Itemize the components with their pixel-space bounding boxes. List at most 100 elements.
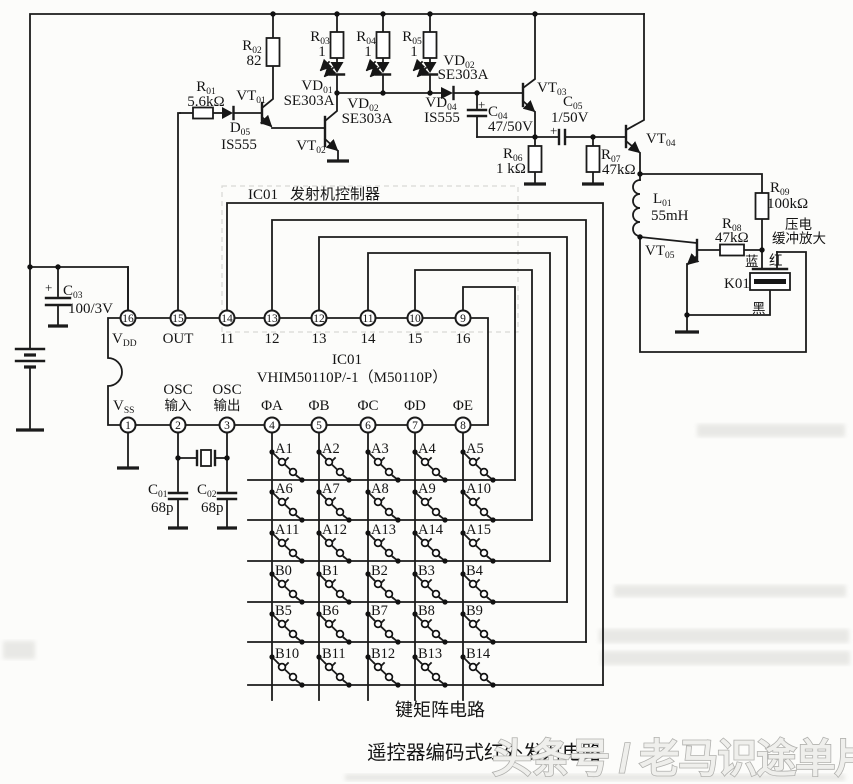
ic-inner-labels: VDD OUT 11 12 13 14 15 16 IC01 VHIM50110… [112, 331, 473, 416]
svg-text:15: 15 [408, 331, 423, 347]
svg-text:3: 3 [224, 420, 230, 432]
value-l01: 55mH [651, 208, 689, 224]
svg-text:6: 6 [365, 420, 371, 432]
battery [14, 347, 46, 369]
piezo-transducer-k01 [749, 267, 791, 291]
key-label: A10 [466, 481, 491, 497]
svg-text:ΦC: ΦC [358, 398, 379, 414]
svg-text:14: 14 [361, 331, 377, 347]
key-label: B8 [418, 603, 435, 619]
label-d05: D05 [230, 120, 251, 138]
svg-text:OSC: OSC [212, 382, 241, 398]
wires [29, 13, 807, 686]
key-label: A14 [418, 522, 444, 538]
capacitor-c02 [216, 491, 238, 501]
plus-c04: + [478, 97, 485, 112]
value-r03: 1 [318, 44, 326, 60]
value-c03: 100/3V [68, 301, 113, 317]
capacitor-c04 [466, 108, 488, 118]
key-label: A1 [275, 441, 293, 457]
key-label: B6 [322, 603, 339, 619]
label-vd04: VD04 [425, 95, 456, 113]
component-labels: R01 5.6kΩ R02 82 D05 IS555 VT01 VT02 R03… [45, 29, 826, 516]
label-vt03: VT03 [537, 80, 567, 98]
key-label: B12 [371, 646, 395, 662]
key-label: A8 [371, 481, 389, 497]
label-r07: R07 [601, 147, 621, 165]
key-label: B4 [466, 563, 484, 579]
plus-c05: + [550, 123, 557, 138]
svg-text:12: 12 [265, 331, 280, 347]
label-vt01: VT01 [236, 88, 266, 106]
value-vd03: SE303A [438, 67, 489, 83]
label-vt05: VT05 [645, 243, 675, 261]
svg-text:9: 9 [460, 313, 466, 325]
value-vd01: SE303A [284, 93, 335, 109]
label-l01: L01 [653, 191, 672, 209]
value-r02: 82 [247, 53, 262, 69]
ground-symbols [16, 159, 699, 530]
k01-lead-red: 红 [769, 253, 783, 268]
component-symbols [14, 31, 791, 530]
value-r08: 47kΩ [715, 230, 749, 246]
k01-lead-black: 黑 [752, 301, 766, 316]
svg-text:16: 16 [122, 313, 134, 325]
label-r04: R04 [356, 29, 376, 47]
led-vd02 [365, 58, 392, 78]
label-vt04: VT04 [646, 131, 676, 149]
value-r01: 5.6kΩ [187, 94, 224, 110]
value-r09: 100kΩ [767, 196, 808, 212]
key-label: B9 [466, 603, 483, 619]
label-c04: C04 [488, 104, 508, 122]
key-label: A7 [322, 481, 340, 497]
svg-text:13: 13 [312, 331, 327, 347]
resistor-r09 [754, 192, 770, 220]
key-label: B5 [275, 603, 292, 619]
svg-text:11: 11 [220, 331, 234, 347]
value-r06: 1 kΩ [496, 161, 526, 177]
label-k01: K01 [724, 276, 750, 292]
ic-pin-numbers: 16 15 14 13 12 11 10 9 1 2 3 4 5 6 7 8 [122, 313, 466, 432]
key-label: A5 [466, 441, 484, 457]
junction-dots [27, 11, 765, 461]
label-c01: C01 [148, 482, 168, 500]
resistor-r08 [719, 243, 745, 257]
ic-outline [107, 317, 489, 426]
svg-text:OSC: OSC [163, 382, 192, 398]
resistor-r06 [527, 145, 543, 173]
svg-text:15: 15 [172, 313, 184, 325]
key-label: B3 [418, 563, 435, 579]
value-r05: 1 [410, 44, 418, 60]
resistor-r04 [375, 31, 391, 59]
inductor-l01 [632, 179, 641, 237]
label-vd03: VD02 [443, 53, 474, 71]
key-label: B10 [275, 646, 299, 662]
capacitor-c03 [44, 296, 72, 307]
capacitor-c05 [557, 128, 567, 146]
svg-text:VSS: VSS [113, 398, 134, 416]
value-c01: 68p [151, 500, 174, 516]
svg-text:4: 4 [269, 420, 275, 432]
label-c02: C02 [197, 482, 217, 500]
label-vd02: VD02 [347, 96, 378, 114]
ic-part-number: VHIM50110P/-1（M50110P） [257, 369, 448, 386]
key-label: B13 [418, 646, 442, 662]
svg-text:12: 12 [313, 313, 325, 325]
ic-block: 16 15 14 13 12 11 10 9 1 2 3 4 5 6 7 8 V… [107, 309, 489, 434]
resistor-r07 [585, 145, 601, 173]
key-label: A11 [275, 522, 299, 538]
key-label: A2 [322, 441, 340, 457]
key-label: B14 [466, 646, 491, 662]
svg-text:VDD: VDD [112, 331, 137, 349]
key-label: B0 [275, 563, 292, 579]
svg-text:1: 1 [125, 420, 131, 432]
svg-text:输出: 输出 [214, 398, 241, 413]
piezo-note-line1: 压电 [785, 217, 812, 232]
key-label: A12 [322, 522, 347, 538]
svg-text:10: 10 [409, 313, 421, 325]
value-c04: 47/50V [488, 119, 533, 135]
key-label: B2 [371, 563, 388, 579]
value-vd02: SE303A [342, 111, 393, 127]
